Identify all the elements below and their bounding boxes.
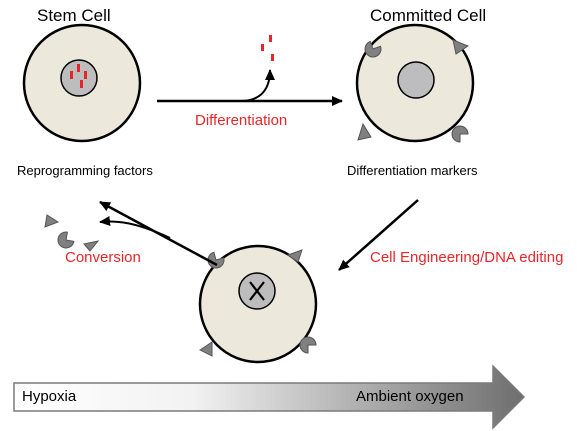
engineering-arrow: [338, 199, 419, 271]
cell-engineering-label: Cell Engineering/DNA editing: [370, 249, 564, 266]
committed-cell-title: Committed Cell: [370, 6, 487, 25]
differentiation-markers-label: Differentiation markers: [347, 163, 478, 178]
ambient-oxygen-label: Ambient oxygen: [356, 388, 464, 405]
stem-cell-nucleus: [60, 59, 98, 97]
differentiation-marker-shapes: [357, 39, 470, 143]
hypoxia-label: Hypoxia: [22, 388, 77, 405]
edited-dna-x-icon: [249, 281, 265, 301]
conversion-label: Conversion: [65, 249, 141, 266]
stem-cell-title: Stem Cell: [37, 6, 111, 25]
committed-cell: [355, 23, 475, 143]
released-marker-shapes: [44, 214, 100, 252]
engineered-cell: [198, 244, 318, 364]
reprogramming-factor-marks: [70, 64, 87, 88]
engineered-marker-shapes: [199, 249, 317, 357]
differentiation-label: Differentiation: [195, 112, 288, 129]
conversion-arrows: [99, 200, 218, 267]
oxygen-gradient-arrow: [13, 364, 526, 430]
reprogramming-factors-label: Reprogramming factors: [17, 163, 153, 178]
released-factor-marks: [261, 35, 274, 61]
stem-cell: [22, 23, 142, 143]
committed-cell-nucleus: [397, 61, 435, 99]
differentiation-arrow: [157, 35, 343, 106]
